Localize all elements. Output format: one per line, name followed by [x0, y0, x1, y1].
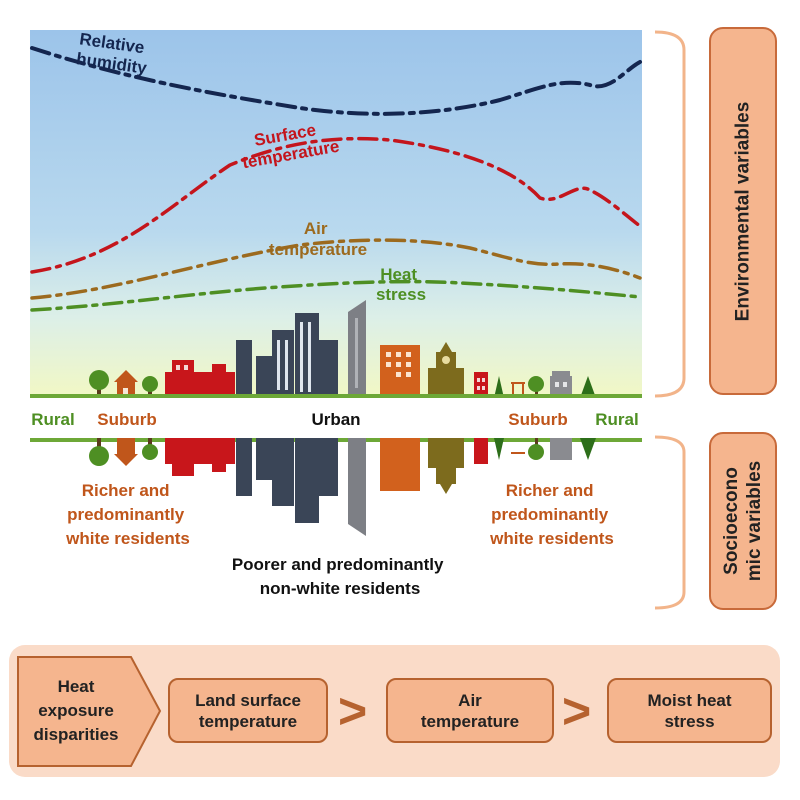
sky-background — [30, 30, 642, 398]
socioeconomic-variables-box: Socioecono mic variables — [709, 432, 777, 610]
grey-tower-icon — [348, 300, 366, 398]
grey-house-icon — [550, 371, 572, 398]
air-temperature-curve — [30, 238, 642, 300]
heat-stress-label: Heat stress — [376, 265, 426, 304]
urban-label: Urban — [311, 410, 360, 429]
richer-residents-left: Richer and predominantly white residents — [65, 481, 190, 548]
dark-tower-icon — [236, 313, 338, 398]
heat-exposure-disparities-label: Heat exposure disparities — [33, 677, 119, 744]
orange-building-icon — [380, 345, 420, 398]
suburb-left-label: Suburb — [97, 410, 157, 429]
environmental-variables-box: Environmental variables — [709, 27, 777, 395]
clock-tower-icon — [428, 342, 464, 398]
greater-than-sign-1: > — [338, 683, 368, 739]
tower-windows — [277, 322, 311, 392]
socioeconomic-bracket — [654, 435, 686, 610]
heat-stress-curve — [30, 279, 642, 312]
red-building-icon — [165, 360, 235, 398]
rural-right-label: Rural — [595, 410, 638, 429]
surface-temperature-curve — [30, 136, 642, 274]
ground-strip — [30, 398, 642, 436]
tree-icon — [89, 370, 109, 398]
suburb-right-label: Suburb — [508, 410, 568, 429]
tree-icon — [142, 376, 158, 398]
environmental-bracket — [654, 30, 686, 398]
rural-left-label: Rural — [31, 410, 74, 429]
tree-icon — [528, 376, 544, 398]
city-skyline-reflection — [30, 438, 642, 536]
playground-icon — [511, 382, 525, 398]
poorer-residents: Poorer and predominantly non-white resid… — [232, 555, 448, 598]
red-tower-icon — [474, 372, 488, 398]
air-temperature-label: Air temperature — [269, 219, 367, 259]
svg-text:Air temperature: Air temperature — [269, 219, 367, 259]
city-skyline — [30, 300, 642, 398]
relative-humidity-curve — [30, 46, 642, 116]
tree-icon — [494, 376, 504, 398]
svg-text:Heat stress: Heat stress — [376, 265, 426, 304]
richer-residents-right: Richer and predominantly white residents — [489, 481, 614, 548]
greater-than-sign-2: > — [562, 683, 592, 739]
tree-icon — [580, 376, 596, 398]
